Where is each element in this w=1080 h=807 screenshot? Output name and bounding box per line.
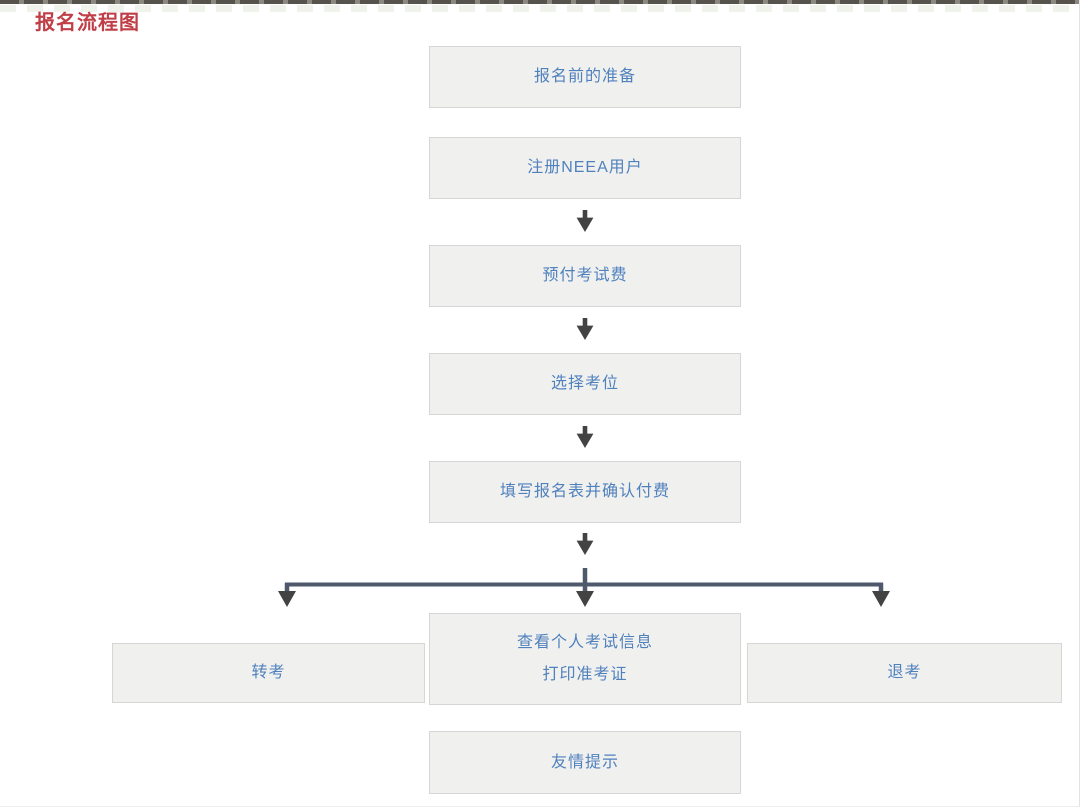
branch-connector-lines <box>278 568 890 607</box>
page-title: 报名流程图 <box>35 12 140 34</box>
down-arrow-icon <box>576 533 594 556</box>
flow-step-label: 预付考试费 <box>542 267 628 284</box>
down-arrow-icon <box>576 426 594 449</box>
flow-step-register-neea[interactable]: 注册NEEA用户 <box>429 137 741 199</box>
branch-label-line2: 打印准考证 <box>542 666 628 683</box>
branch-view-info-print-ticket[interactable]: 查看个人考试信息 打印准考证 <box>429 613 741 705</box>
flow-step-prepay-fee[interactable]: 预付考试费 <box>429 245 741 307</box>
footer-friendly-reminder[interactable]: 友情提示 <box>429 731 741 794</box>
branch-transfer-exam[interactable]: 转考 <box>112 643 425 703</box>
top-edge-ghost-marks <box>0 5 1079 12</box>
branch-label-line1: 查看个人考试信息 <box>516 634 653 651</box>
branch-label: 转考 <box>251 664 286 681</box>
flow-step-preparation[interactable]: 报名前的准备 <box>429 46 741 108</box>
footer-label: 友情提示 <box>550 753 619 771</box>
flow-step-fill-form-confirm-pay[interactable]: 填写报名表并确认付费 <box>429 461 741 523</box>
flow-step-label: 选择考位 <box>550 375 619 392</box>
flow-step-label: 填写报名表并确认付费 <box>499 483 670 500</box>
down-arrow-icon <box>576 210 594 233</box>
branch-withdraw-exam[interactable]: 退考 <box>747 643 1062 703</box>
branch-label: 退考 <box>887 664 922 681</box>
down-arrow-icon <box>576 318 594 341</box>
top-edge-artifact <box>0 0 1079 4</box>
flow-step-choose-seat[interactable]: 选择考位 <box>429 353 741 415</box>
flow-step-label: 报名前的准备 <box>533 68 636 85</box>
flow-step-label: 注册NEEA用户 <box>527 159 643 176</box>
